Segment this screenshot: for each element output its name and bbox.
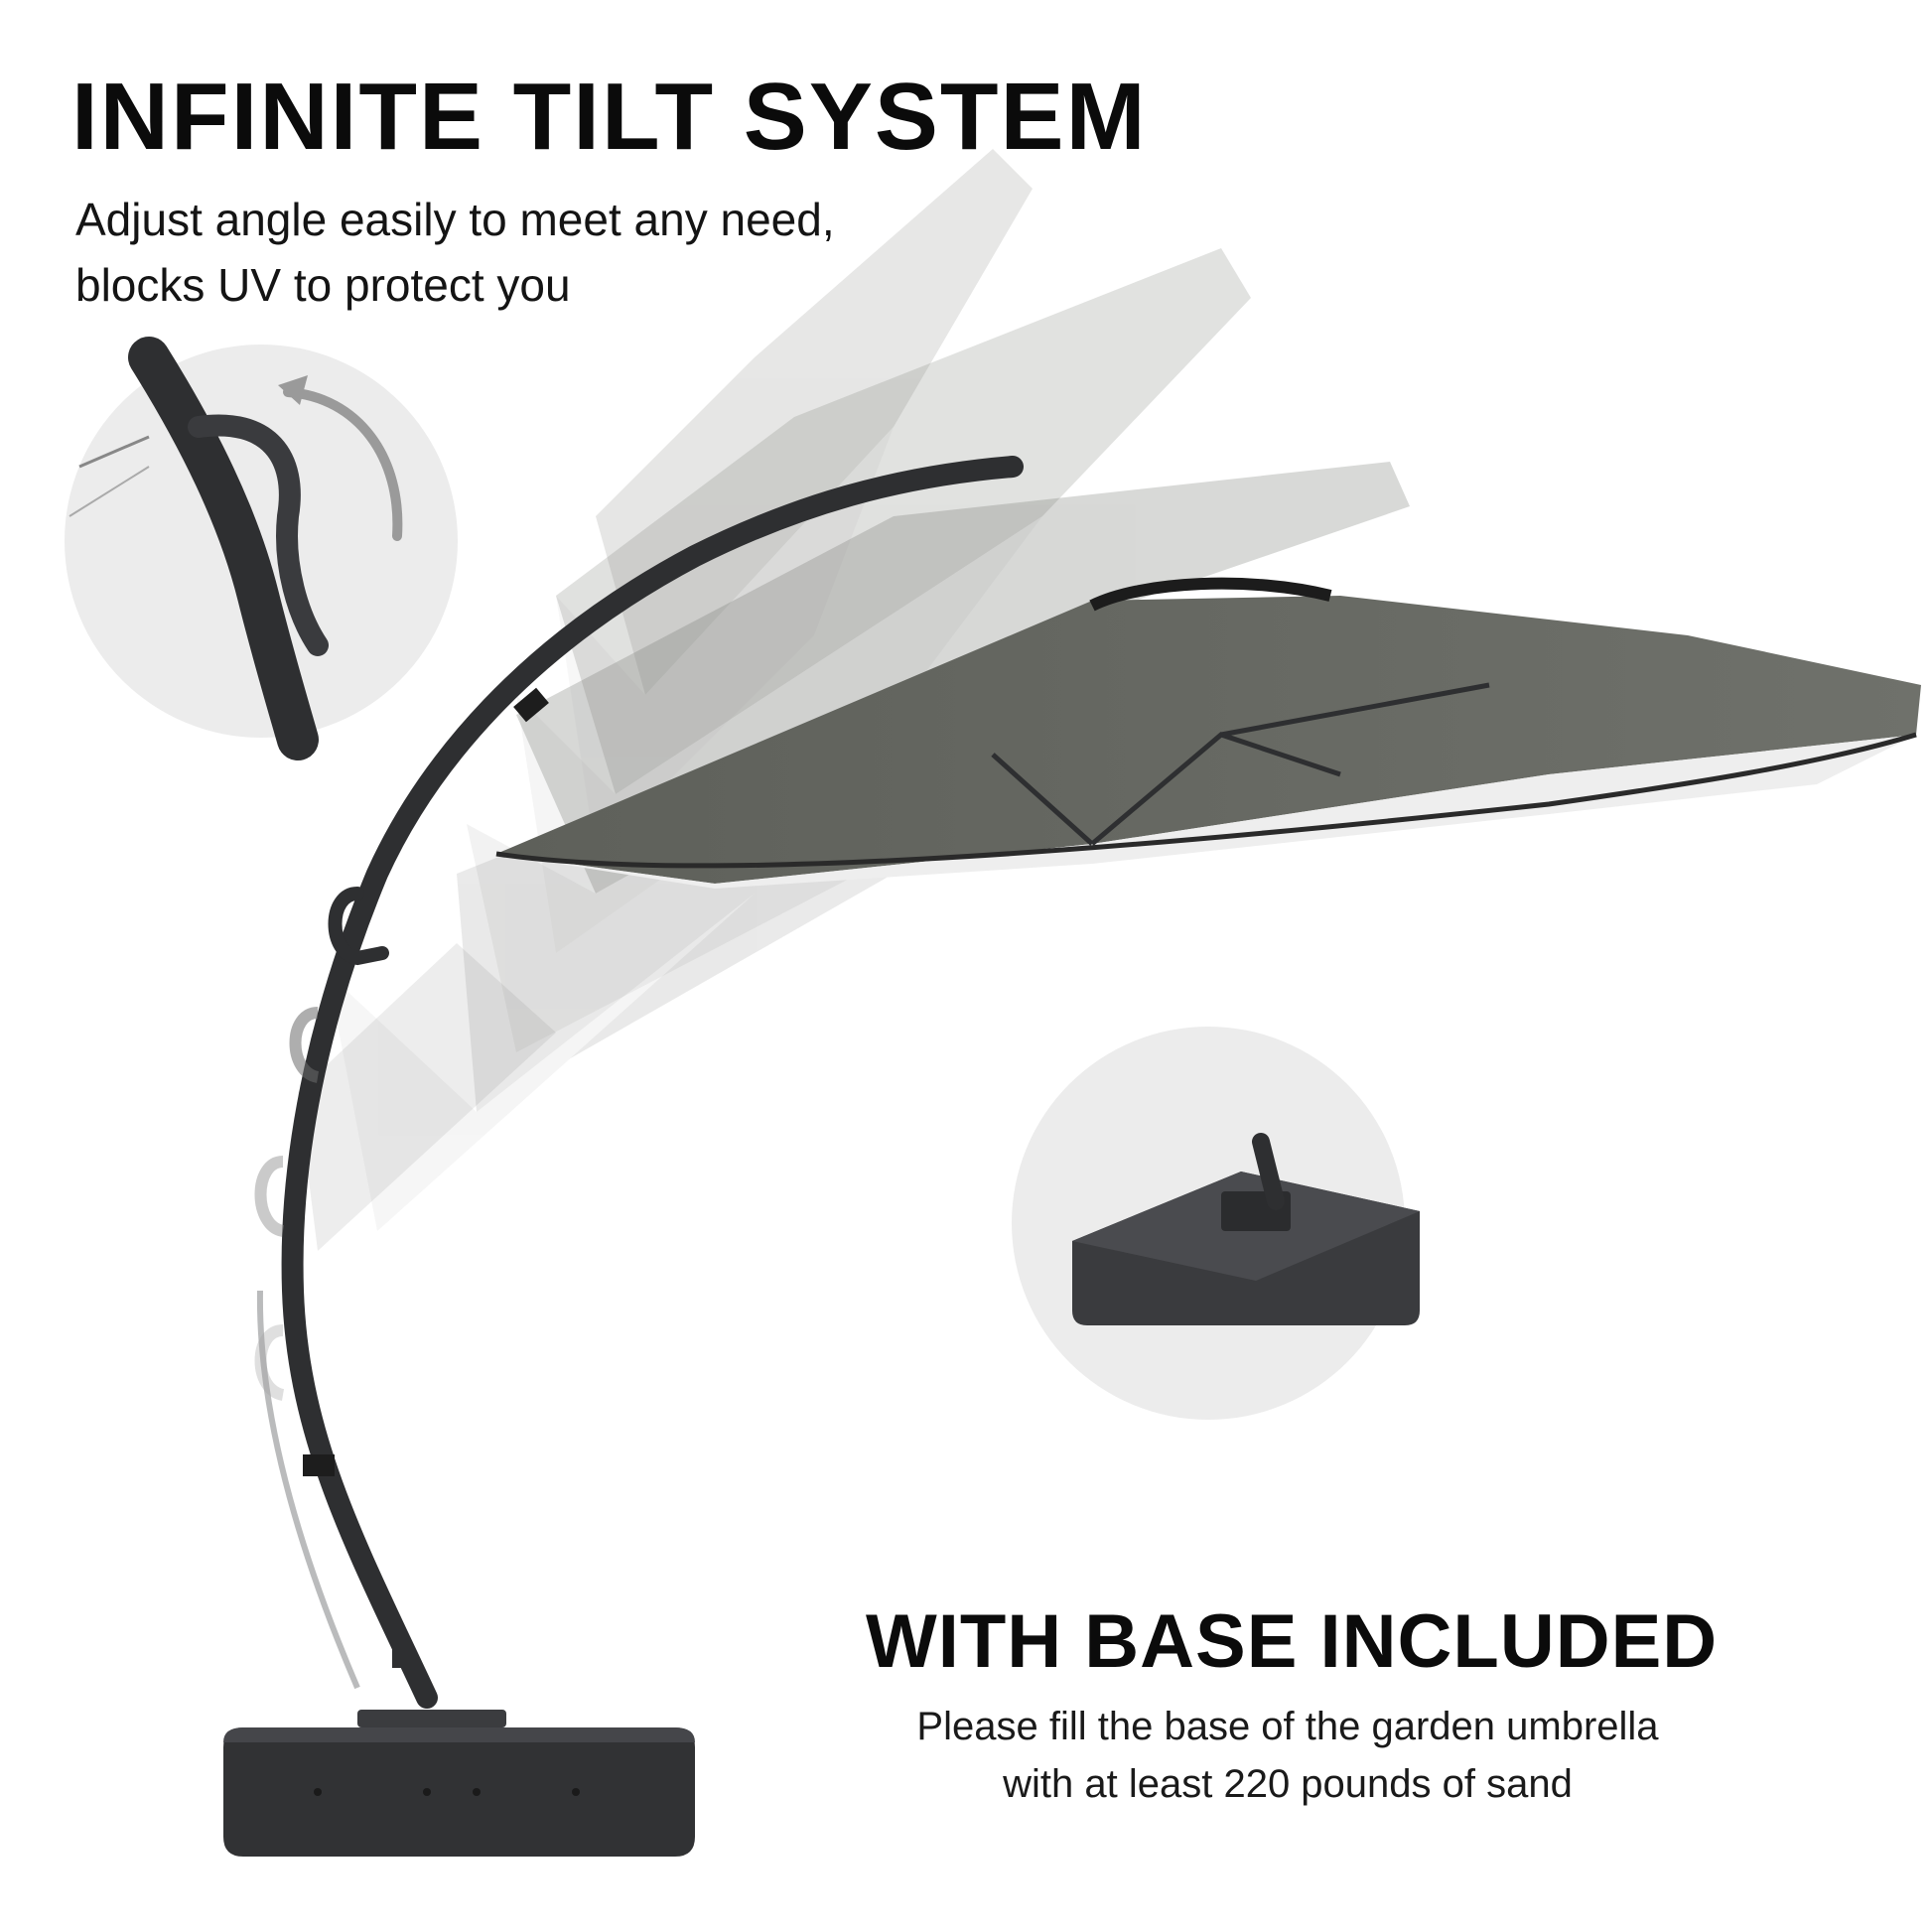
- umbrella-base: [223, 1628, 695, 1857]
- tilt-description: Adjust angle easily to meet any need, bl…: [75, 194, 835, 311]
- curved-arrow-icon: [283, 387, 403, 541]
- main-canopy: [495, 577, 1921, 889]
- curved-pole: [254, 456, 1024, 1709]
- tilt-title: INFINITE TILT SYSTEM: [71, 64, 1148, 170]
- base-description: Please fill the base of the garden umbre…: [916, 1705, 1659, 1806]
- tilt-handle-closeup: [65, 337, 458, 760]
- base-title: WITH BASE INCLUDED: [866, 1599, 1719, 1684]
- base-closeup: [1012, 1027, 1420, 1420]
